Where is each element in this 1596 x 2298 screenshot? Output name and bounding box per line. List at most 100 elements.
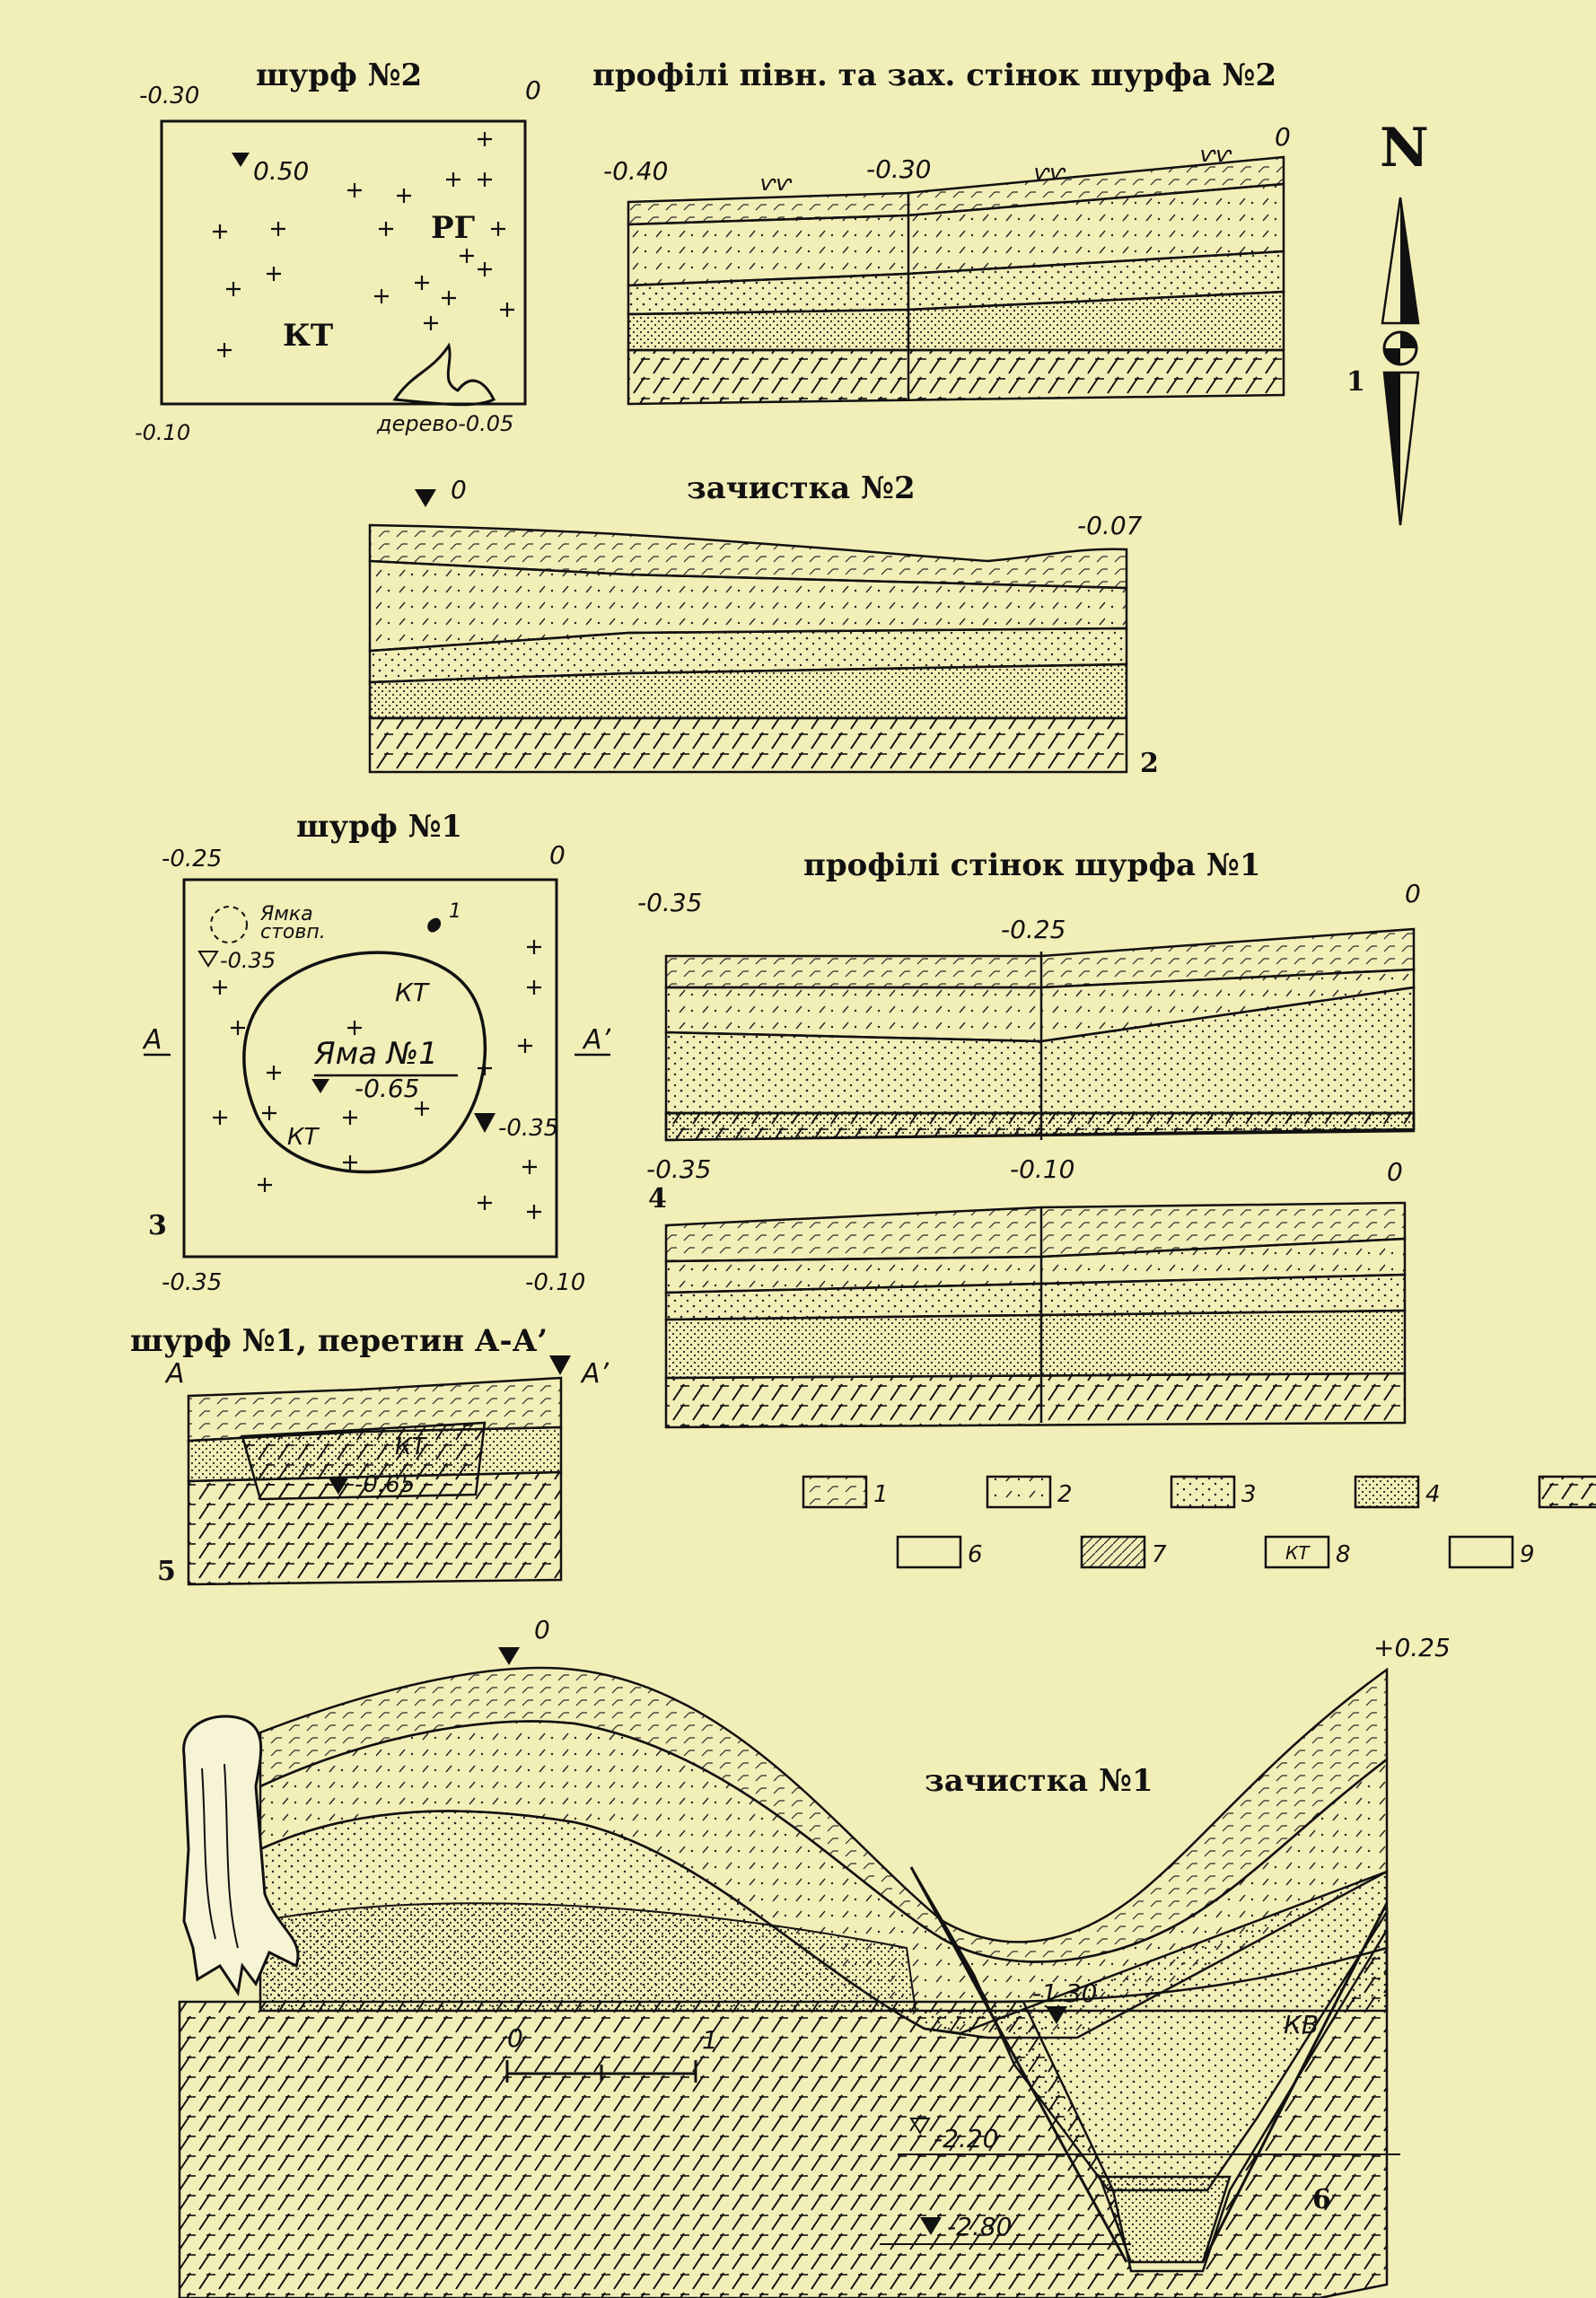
legend-swatch-7 <box>1080 1535 1146 1569</box>
pit2-profile-left: -0.40 <box>603 156 668 186</box>
cross-mark-icon <box>374 289 389 303</box>
clean2-layer-turf <box>368 523 1128 590</box>
clean1-trench-marker <box>1046 2006 1067 2024</box>
clean2-right-mark: -0.07 <box>1077 511 1143 540</box>
legend-swatch-1 <box>802 1475 868 1509</box>
clean1-trench-walls <box>909 1866 1389 2263</box>
find-1-icon <box>427 917 442 933</box>
cross-mark-icon <box>527 1205 541 1219</box>
pit2-corner-br: дерево-0.05 <box>376 411 513 436</box>
pit1-section-left: А <box>164 1358 185 1390</box>
figure-number-3: 3 <box>148 1210 167 1241</box>
legend-number-4: 4 <box>1425 1481 1441 1508</box>
pit2-cross-marks <box>213 132 514 357</box>
pit2-zone-rg: РГ <box>431 210 476 246</box>
legend-swatch-8 <box>1264 1535 1330 1569</box>
section-layer-base <box>187 1470 563 1586</box>
cross-mark-icon <box>379 222 393 236</box>
pit1-kt-lower: КТ <box>287 1124 320 1151</box>
pit2-title: шурф №2 <box>256 57 422 93</box>
pit1b-layer-dense <box>664 1309 1407 1380</box>
pit1-corner-tr: 0 <box>549 840 566 870</box>
legend-number-2: 2 <box>1057 1481 1073 1508</box>
legend-swatch-3 <box>1170 1475 1236 1509</box>
tree-root <box>392 342 496 407</box>
pit1-plan: шурф №1 -0.25 0 -0.35 -0.10 Ямка стовп. … <box>142 809 611 1296</box>
cross-mark-icon <box>460 249 474 263</box>
clean2-left-mark: 0 <box>451 475 467 504</box>
pit2-corner-bl: -0.10 <box>135 420 190 445</box>
compass: N <box>1380 117 1429 526</box>
pit2-depth-marker <box>232 153 250 167</box>
pit1-right-depth: -0.35 <box>498 1115 558 1142</box>
legend-number-6: 6 <box>968 1541 983 1568</box>
clean1-level-1: -2.20 <box>934 2124 998 2153</box>
cross-mark-icon <box>271 222 285 236</box>
pit1-feature-label: Яма №1 <box>313 1036 438 1072</box>
find-1-label: 1 <box>449 900 461 923</box>
figure-number-2: 2 <box>1140 748 1159 779</box>
cross-mark-icon <box>478 262 492 276</box>
pit1-corner-br: -0.10 <box>525 1269 585 1296</box>
pit1-profile-b: -0.35 -0.10 0 <box>646 1154 1407 1429</box>
pit1-section-title: шурф №1, перетин А-А’ <box>130 1323 548 1359</box>
section-depth: -0.65 <box>355 1471 415 1498</box>
cross-mark-icon <box>347 1021 362 1035</box>
pit1-section-a: А <box>142 1024 162 1056</box>
pit2-zone-kt: КТ <box>283 318 333 354</box>
pit1-corner-bl: -0.35 <box>162 1269 222 1296</box>
pit1a-layer-base <box>664 1111 1416 1142</box>
cross-mark-icon <box>478 172 492 187</box>
figure-number-1: 1 <box>1346 366 1365 398</box>
clean2-layer-base <box>368 716 1128 774</box>
cross-mark-icon <box>500 303 514 317</box>
legend-number-3: 3 <box>1241 1481 1257 1508</box>
scale-bar <box>505 2060 697 2083</box>
pit2-corner-tl: -0.30 <box>139 83 199 110</box>
cross-mark-icon <box>491 222 505 236</box>
pit1-kt-upper: КТ <box>395 978 430 1007</box>
legend-swatch-6 <box>896 1535 962 1569</box>
figure-number-5: 5 <box>157 1556 176 1587</box>
cross-mark-icon <box>343 1155 357 1170</box>
clean1-trench-depth: -1.30 <box>1032 1978 1097 2008</box>
tree-stump-grain <box>201 1763 239 1949</box>
pit1-title: шурф №1 <box>296 809 462 845</box>
clean1-title: зачистка №1 <box>925 1763 1153 1799</box>
pit1-profile-b-right: 0 <box>1387 1157 1403 1187</box>
clean2-title: зачистка №2 <box>687 470 916 506</box>
scale-0: 0 <box>507 2023 523 2053</box>
pit2-profile-mid: -0.30 <box>866 154 931 184</box>
cross-mark-icon <box>478 132 492 146</box>
pit1-feature-depth-marker <box>311 1079 329 1093</box>
cross-mark-icon <box>424 316 438 330</box>
pit1-profile-b-left: -0.35 <box>646 1154 711 1184</box>
compass-quadrant-2 <box>1384 348 1400 364</box>
pit1-section-a2: А’ <box>582 1024 611 1056</box>
cross-mark-icon <box>522 1160 537 1174</box>
pit1-section-right: А’ <box>580 1358 609 1390</box>
pit2-outline <box>160 119 527 406</box>
pit1-feature-outline <box>242 951 487 1174</box>
legend: 1234567КТ8910 <box>802 1475 1596 1569</box>
clean1-level2-marker <box>920 2217 942 2235</box>
pit1-profiles-title: профілі стінок шурфа №1 <box>803 847 1261 883</box>
clean2-profile: зачистка №2 0 -0.07 <box>368 470 1143 774</box>
pit2-layer-base <box>627 348 1285 406</box>
pit1-corner-tl: -0.25 <box>162 846 222 873</box>
cross-mark-icon <box>446 172 460 187</box>
section-depth-marker <box>328 1477 349 1495</box>
clean1-level-2: -2.80 <box>947 2212 1012 2241</box>
figure-number-4: 4 <box>648 1183 667 1215</box>
cross-mark-icon <box>518 1039 532 1053</box>
pit1-profile-a-right: 0 <box>1405 879 1421 908</box>
clean1-profile: зачистка №1 0 +0.25 -1.30 КВ -2.20 -2.80… <box>178 1615 1451 2298</box>
pit1-section-datum-marker <box>549 1355 571 1375</box>
pit1-right-depth-marker <box>474 1113 495 1133</box>
posthole-label-1: Ямка <box>259 903 313 925</box>
pit1b-layer-sand <box>664 1273 1407 1321</box>
clean1-layer-dense <box>259 1902 917 2012</box>
pit1-section: шурф №1, перетин А-А’ А А’ КТ -0.65 <box>130 1323 609 1586</box>
pit2-layer-dense <box>627 290 1285 352</box>
